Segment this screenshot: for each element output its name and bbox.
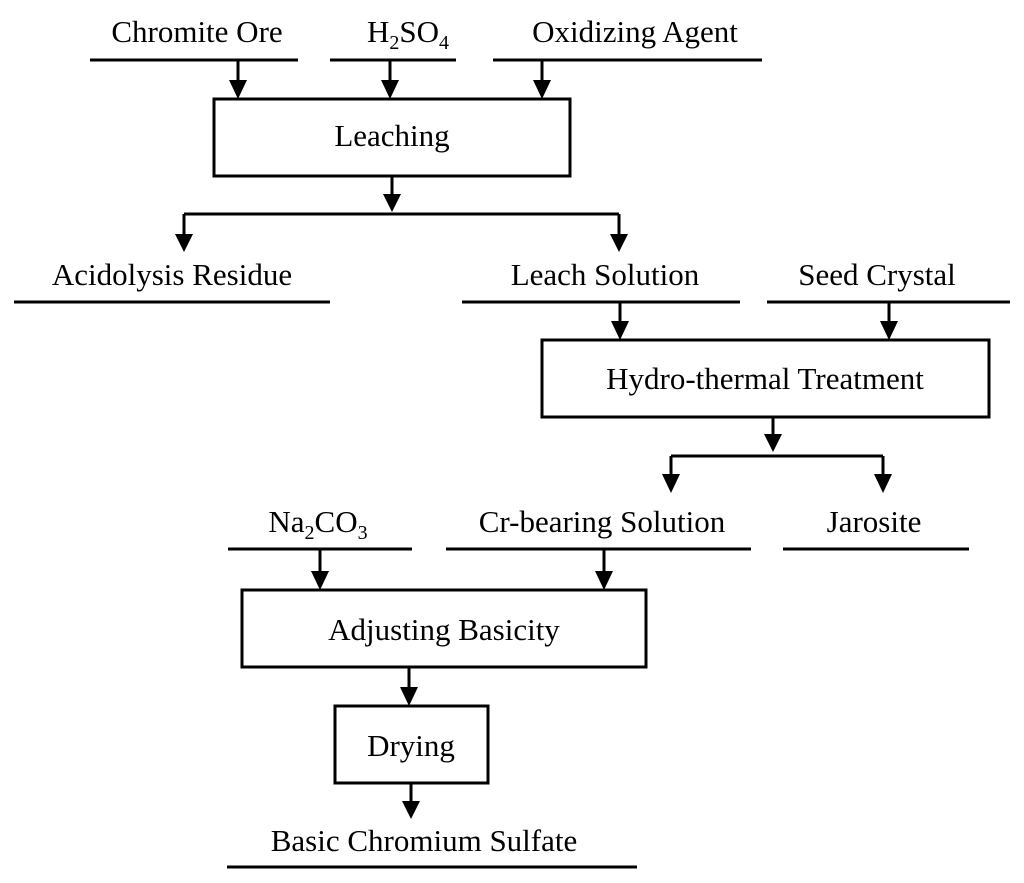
arrow-h2so4-to-leaching: [381, 60, 399, 99]
arrow-seed-crystal-to-hydrothermal: [880, 302, 898, 340]
arrow-cr-solution-to-adjusting: [595, 549, 613, 590]
arrow-hydrothermal-split: [662, 417, 892, 493]
input-h2so4-label: H2SO4: [367, 14, 449, 54]
output-basic-chromium-sulfate-label: Basic Chromium Sulfate: [271, 823, 578, 858]
input-oxidizing-agent-label: Oxidizing Agent: [532, 14, 738, 49]
leaching-label: Leaching: [334, 118, 449, 153]
input-seed-crystal-label: Seed Crystal: [798, 257, 956, 292]
drying-box: [333, 704, 490, 785]
output-cr-bearing-solution-label: Cr-bearing Solution: [479, 504, 726, 539]
arrow-na2co3-to-adjusting: [311, 549, 329, 590]
adjusting-basicity-box: [240, 588, 648, 669]
output-acidolysis-residue-label: Acidolysis Residue: [52, 257, 292, 292]
drying-label: Drying: [367, 728, 455, 763]
input-na2co3-label: Na2CO3: [268, 504, 367, 544]
arrow-chromite-to-leaching: [229, 60, 247, 99]
output-leach-solution-label: Leach Solution: [511, 257, 700, 292]
arrow-leaching-split: [175, 176, 628, 252]
arrow-drying-to-product: [402, 783, 420, 819]
adjusting-basicity-label: Adjusting Basicity: [328, 612, 560, 647]
arrow-adjusting-to-drying: [400, 667, 418, 706]
arrow-leach-solution-to-hydrothermal: [611, 302, 629, 340]
hydrothermal-box: [540, 338, 991, 419]
input-chromite-ore-label: Chromite Ore: [111, 14, 282, 49]
arrow-oxidizer-to-leaching: [533, 60, 551, 99]
hydrothermal-label: Hydro-thermal Treatment: [606, 361, 924, 396]
output-jarosite-label: Jarosite: [827, 504, 922, 539]
